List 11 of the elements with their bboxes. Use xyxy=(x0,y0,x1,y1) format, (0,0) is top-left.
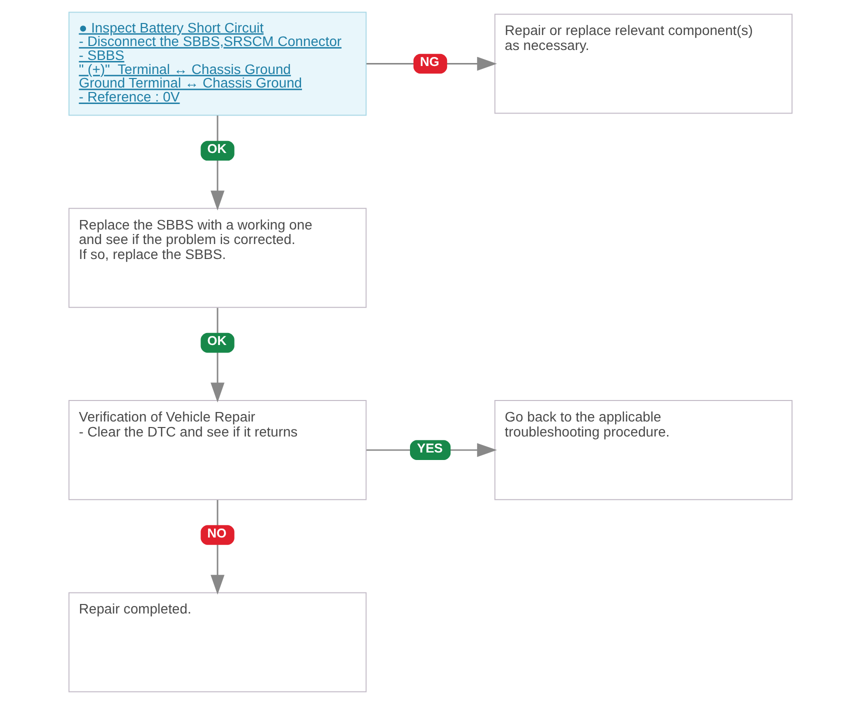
edge-label: YES xyxy=(417,440,443,456)
node-box: Go back to the applicable troubleshooting procedure. xyxy=(494,400,793,500)
node-box: Verification of Vehicle Repair - Clear the DTC and see if it returns xyxy=(68,400,367,500)
node-box: ● Inspect Battery Short Circuit - Disconnect the SBBS,SRSCM Connector - SBBS " (+)" Terminal ↔ Chassis Ground Ground Terminal ↔ Chassis Ground - Reference : 0V xyxy=(68,12,367,116)
node-box: Repair completed. xyxy=(68,592,367,692)
node-box: Repair or replace relevant component(s) as necessary. xyxy=(494,14,793,114)
node-box: Replace the SBBS with a working one and see if the problem is corrected. If so, replace the SBBS. xyxy=(68,208,367,308)
edge-label: OK xyxy=(207,333,227,348)
edge-label: NO xyxy=(207,525,227,540)
edge-label: OK xyxy=(207,141,227,156)
edge-label: NG xyxy=(420,54,440,70)
